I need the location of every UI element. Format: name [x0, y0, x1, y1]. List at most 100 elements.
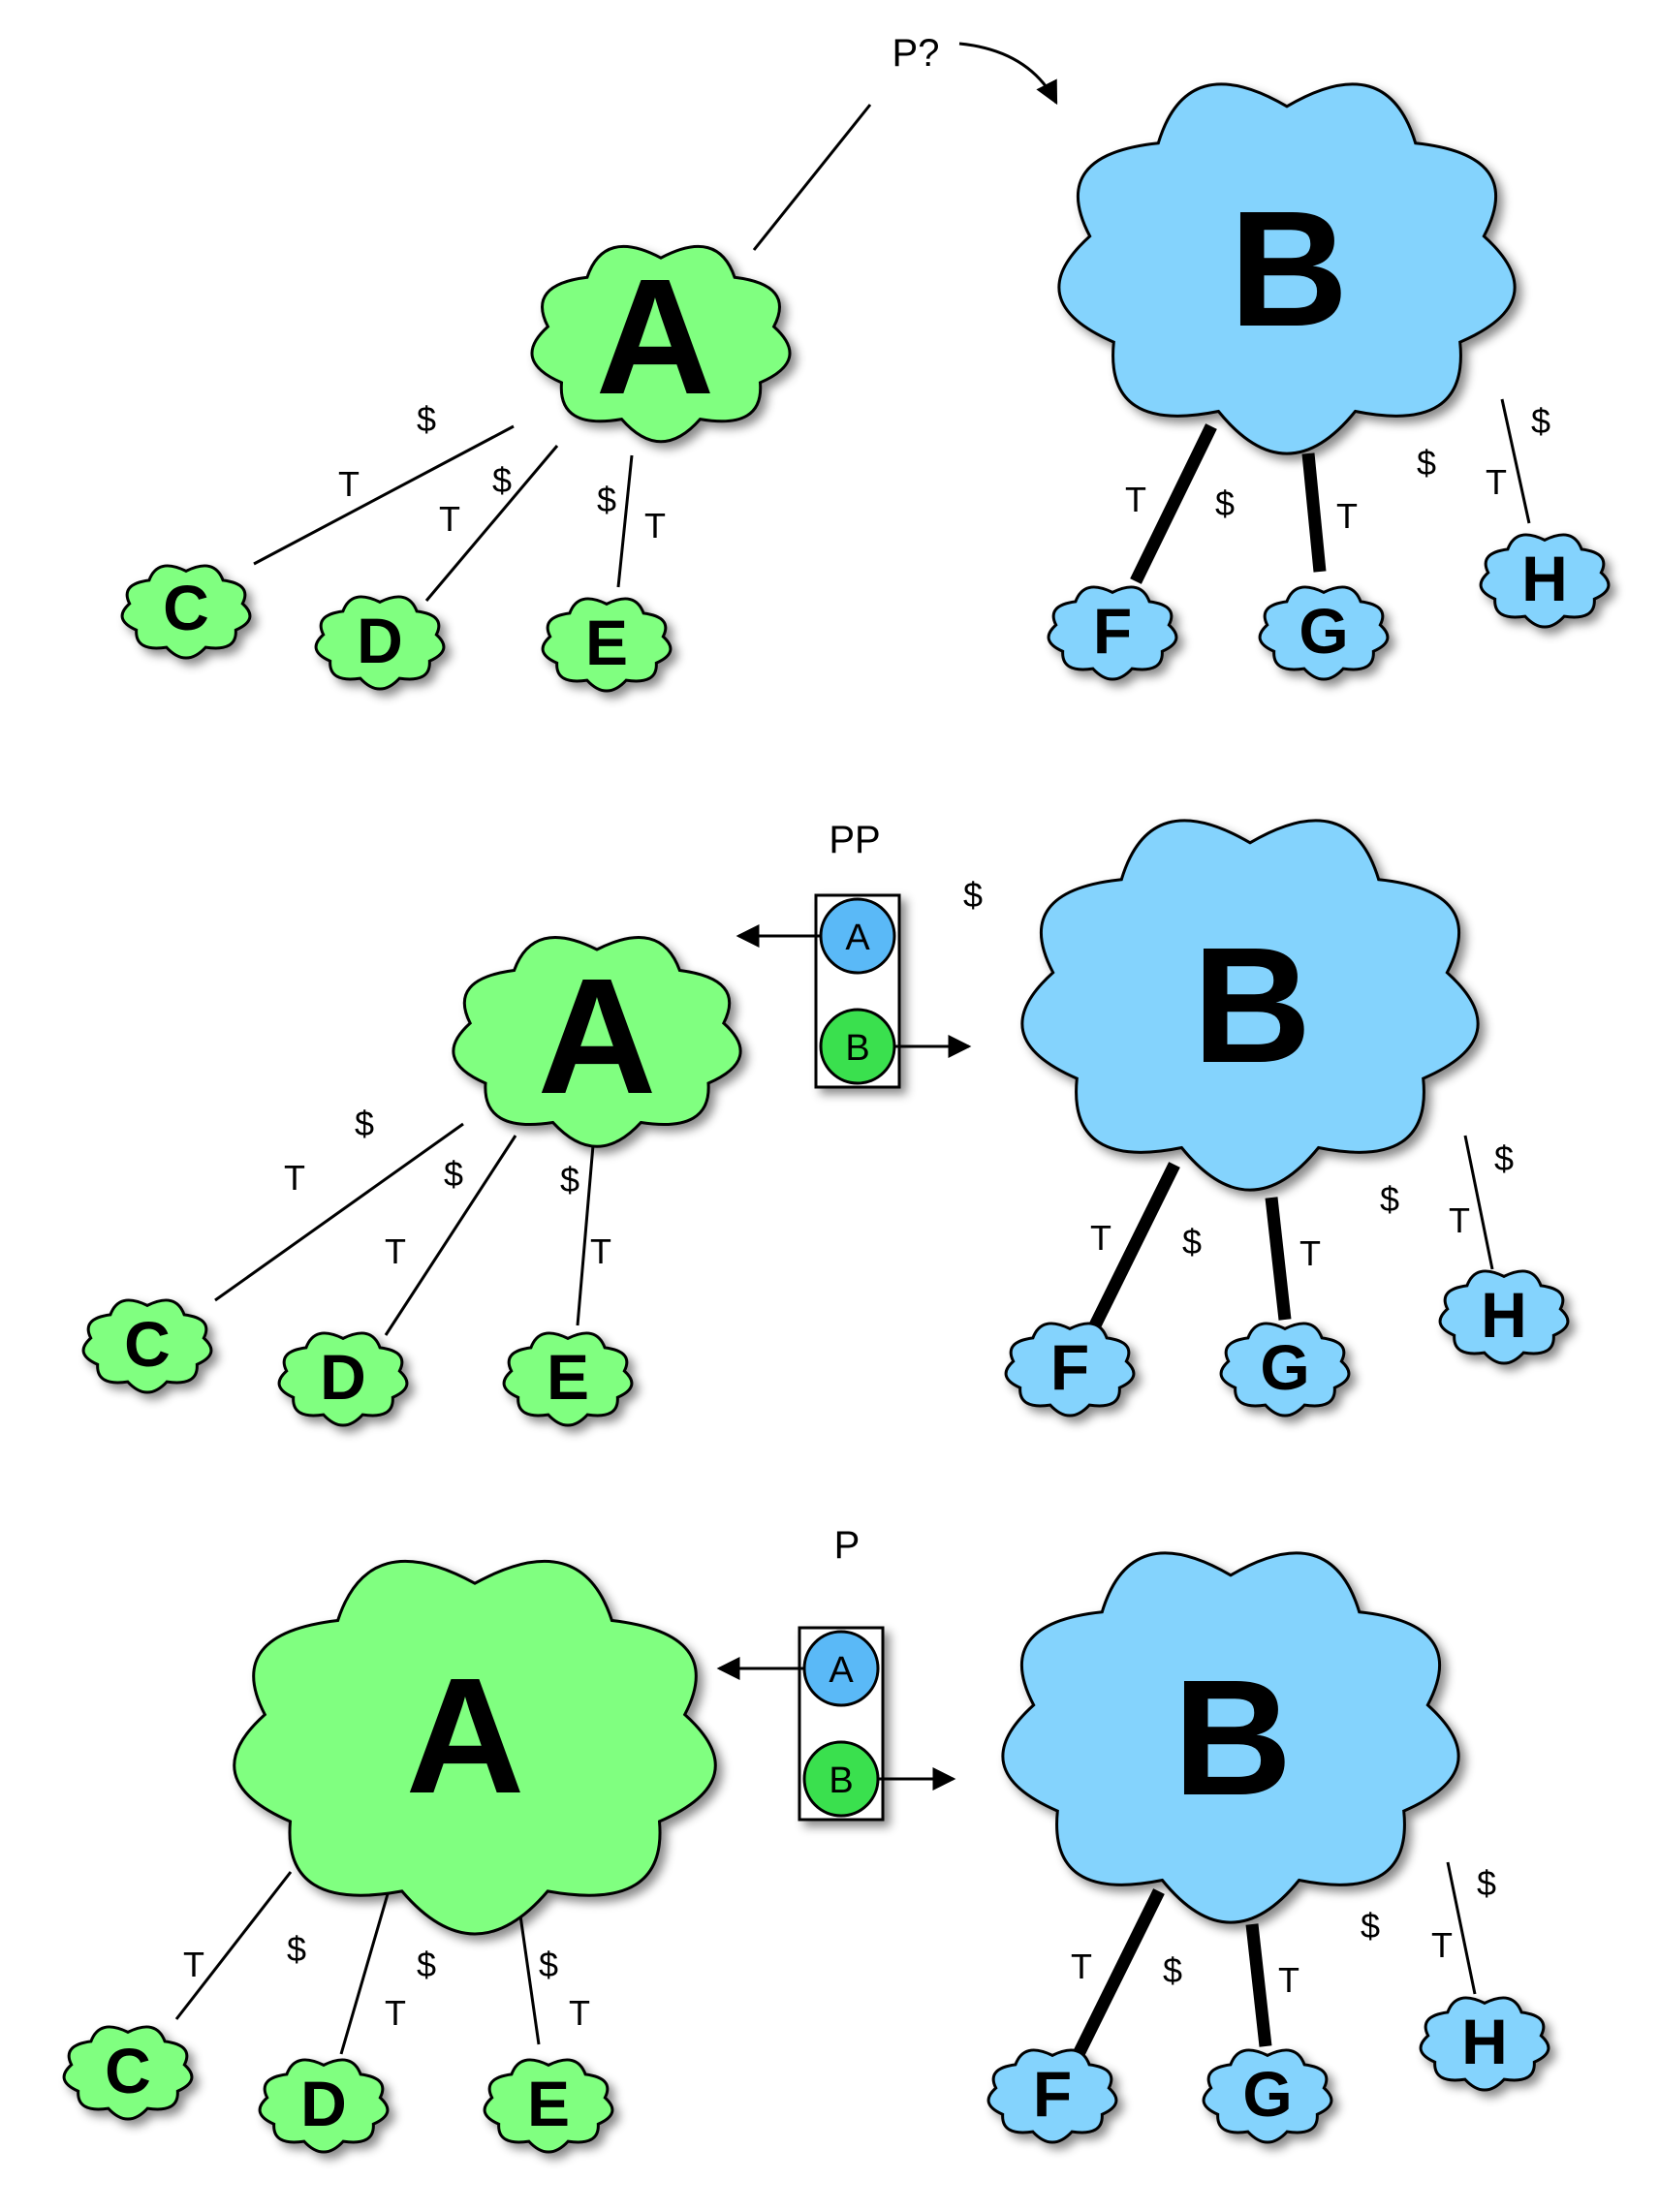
- cloud-b: [1020, 819, 1480, 1192]
- cloud-shape: [1438, 1269, 1570, 1365]
- cloud-g: [1202, 2048, 1333, 2144]
- edge-label-money: $: [1182, 1222, 1202, 1262]
- edge-label-t: T: [1299, 1233, 1321, 1273]
- edge-b-g: [1301, 452, 1327, 573]
- cloud-shape: [1047, 585, 1178, 681]
- edge-a-e: [576, 1144, 595, 1326]
- cloud-f: [1047, 585, 1178, 681]
- edge-label-t: T: [590, 1231, 611, 1271]
- edge-label-money: $: [1477, 1863, 1496, 1903]
- cloud-shape: [1001, 1551, 1460, 1924]
- edge-label-t: T: [1125, 480, 1146, 519]
- box-label-bottom: B: [845, 1028, 869, 1069]
- edge-b-f: [1072, 1888, 1165, 2059]
- box-label-top: A: [829, 1650, 854, 1691]
- edge-label-money: $: [1380, 1179, 1399, 1219]
- node-label-e: E: [547, 1341, 589, 1413]
- cloud-e: [541, 597, 673, 693]
- edge-label-money: $: [444, 1154, 463, 1194]
- panel-title: P?: [892, 32, 940, 75]
- cloud-shape: [1219, 1322, 1351, 1418]
- cloud-e: [502, 1331, 634, 1427]
- edge-label-money: $: [1361, 1906, 1380, 1946]
- edge-label-money: $: [1531, 401, 1550, 441]
- edge-a-upstream: [752, 104, 872, 251]
- cloud-g: [1258, 585, 1390, 681]
- node-label-d: D: [320, 1341, 366, 1413]
- cloud-a: [233, 1559, 717, 1936]
- cloud-shape: [233, 1559, 717, 1936]
- cloud-shape: [986, 2048, 1118, 2144]
- panel-3: A B C D E F G H P A B T $ $ T $ T T $ T …: [62, 1524, 1550, 2154]
- edge-b-g: [1245, 1923, 1272, 2047]
- edge-label-money: $: [963, 875, 983, 915]
- node-label-e: E: [527, 2068, 570, 2139]
- node-label-f: F: [1093, 595, 1132, 667]
- cloud-shape: [62, 2025, 194, 2121]
- node-label-g: G: [1260, 1331, 1309, 1403]
- edge-a-d: [384, 1135, 517, 1336]
- edge-label-t: T: [385, 1993, 406, 2033]
- cloud-f: [986, 2048, 1118, 2144]
- edge-label-money: $: [539, 1945, 558, 1984]
- cloud-h: [1419, 1996, 1550, 2092]
- node-label-a: A: [406, 1644, 525, 1828]
- edge-label-t: T: [644, 506, 666, 545]
- cloud-a: [452, 935, 742, 1148]
- edge-label-t: T: [1486, 462, 1507, 502]
- edge-label-t: T: [385, 1231, 406, 1271]
- cloud-d: [314, 595, 446, 691]
- edge-b-h: [1463, 1135, 1494, 1270]
- cloud-shape: [1020, 819, 1480, 1192]
- cloud-e: [483, 2058, 614, 2154]
- node-label-b: B: [1230, 177, 1349, 361]
- edge-label-t: T: [1336, 496, 1358, 536]
- edge-a-d: [424, 445, 559, 602]
- node-label-g: G: [1299, 595, 1348, 667]
- cloud-shape: [541, 597, 673, 693]
- cloud-c: [81, 1298, 213, 1394]
- edge-label-t: T: [1071, 1947, 1092, 1986]
- edge-b-g: [1265, 1197, 1292, 1321]
- cloud-shape: [277, 1331, 409, 1427]
- node-label-b: B: [1174, 1646, 1293, 1830]
- node-label-c: C: [163, 572, 209, 643]
- node-label-b: B: [1193, 914, 1312, 1098]
- cloud-c: [62, 2025, 194, 2121]
- cloud-shape: [1479, 533, 1611, 629]
- cloud-b: [1001, 1551, 1460, 1924]
- edge-label-money: $: [417, 1945, 436, 1984]
- edge-label-t: T: [183, 1945, 204, 1984]
- box-label-bottom: B: [829, 1760, 853, 1801]
- box-label-top: A: [845, 918, 870, 958]
- edge-label-money: $: [1417, 443, 1436, 483]
- edge-label-money: $: [560, 1160, 579, 1199]
- panel-title: P: [834, 1524, 861, 1567]
- node-label-d: D: [357, 605, 403, 676]
- cloud-f: [1004, 1322, 1136, 1418]
- edge-a-d: [339, 1886, 391, 2055]
- edge-label-t: T: [1431, 1925, 1453, 1965]
- edge-a-c: [174, 1871, 293, 2020]
- cloud-shape: [1057, 82, 1517, 455]
- panel-title: PP: [829, 819, 880, 861]
- panel-1: A B C D E F G H P? T $ T $ $ T T $ T $ T…: [120, 32, 1611, 693]
- node-label-h: H: [1521, 543, 1568, 614]
- node-label-h: H: [1461, 2006, 1508, 2077]
- node-label-h: H: [1481, 1279, 1527, 1351]
- cloud-shape: [502, 1331, 634, 1427]
- cloud-shape: [258, 2058, 390, 2154]
- cloud-shape: [314, 595, 446, 691]
- edge-label-t: T: [1278, 1960, 1299, 2000]
- cloud-shape: [530, 244, 792, 444]
- edge-label-money: $: [417, 399, 436, 439]
- cloud-h: [1479, 533, 1611, 629]
- cloud-shape: [1202, 2048, 1333, 2144]
- edge-label-t: T: [1449, 1200, 1470, 1240]
- edge-b-h: [1500, 398, 1531, 524]
- edge-a-c: [253, 424, 515, 566]
- node-label-c: C: [124, 1308, 171, 1380]
- edge-label-money: $: [1215, 483, 1235, 523]
- cloud-shape: [1258, 585, 1390, 681]
- edge-b-f: [1087, 1162, 1180, 1332]
